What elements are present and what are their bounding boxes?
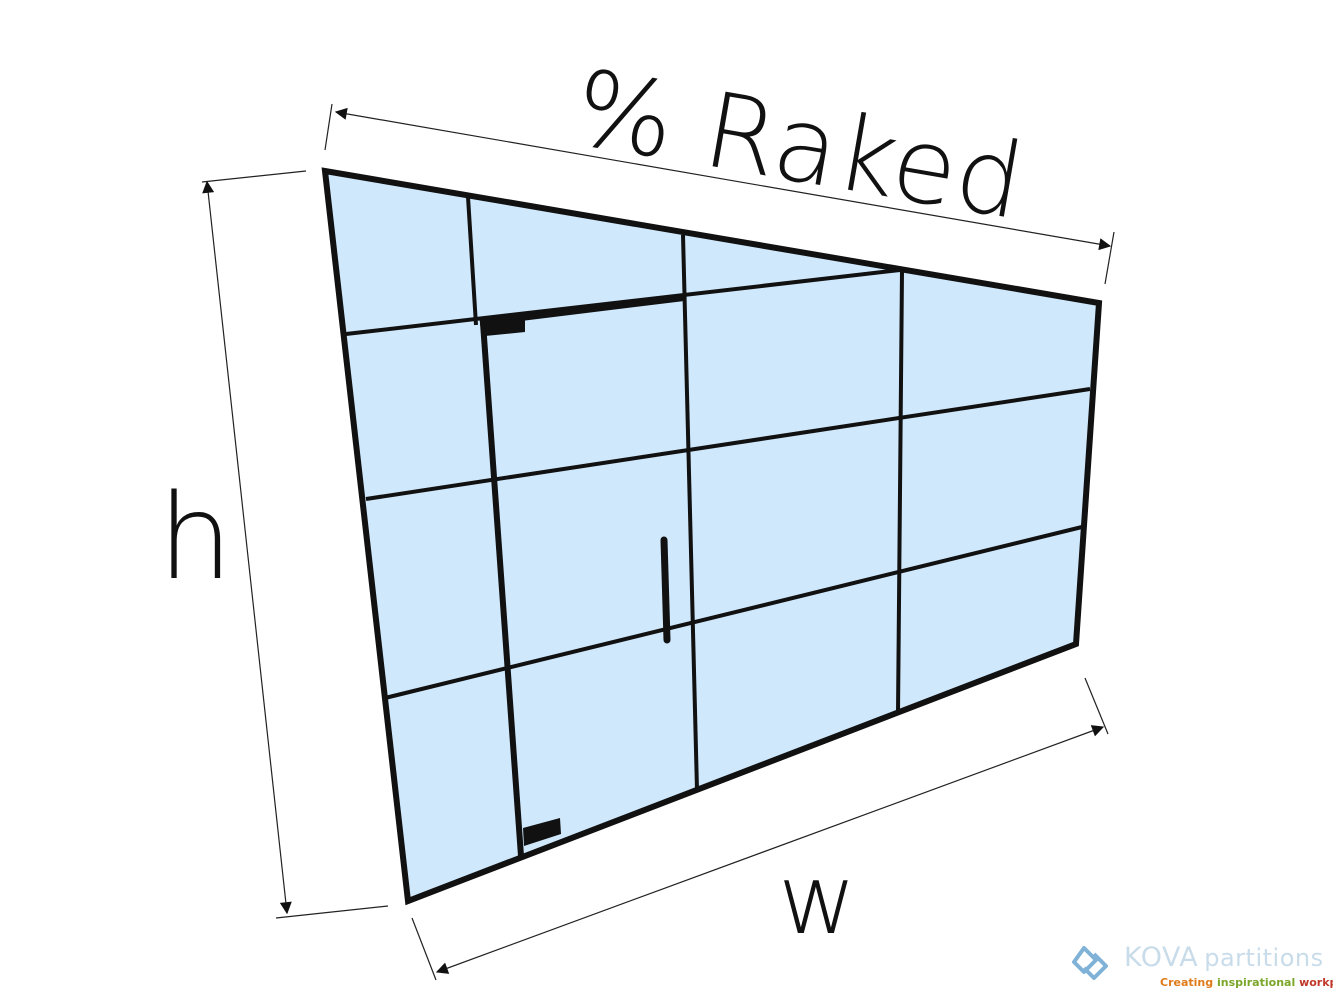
transom-upper	[365, 387, 1091, 501]
tagline-word-creating: Creating	[1160, 976, 1214, 989]
mullion-right	[896, 270, 904, 714]
tagline-word-inspirational: inspirational	[1216, 976, 1296, 989]
tagline-word-workplaces: workplaces	[1299, 976, 1333, 989]
transom-middle	[384, 525, 1083, 700]
extension-line-left-bottom	[275, 905, 389, 919]
dimension-line-bottom	[435, 725, 1105, 974]
logo-brand-name: KOVA	[1124, 942, 1199, 973]
dimension-bottom	[411, 677, 1109, 981]
extension-line-bottom-right	[1084, 677, 1109, 735]
door-patch-top	[484, 318, 525, 336]
dimension-line-left	[202, 180, 292, 915]
dimension-left	[201, 170, 389, 919]
outer-frame	[321, 167, 1103, 906]
height-label: h	[158, 468, 233, 606]
glass-panel	[325, 171, 1099, 901]
extension-line-top-left	[324, 103, 333, 151]
logo-tagline: Creating inspirational workplaces	[1160, 976, 1333, 989]
width-label: w	[778, 844, 857, 956]
extension-line-left-top	[201, 170, 307, 183]
logo-product-name: partitions	[1204, 944, 1324, 972]
transom-top	[345, 268, 901, 336]
dimension-line-top	[334, 107, 1112, 251]
extension-line-bottom-left	[411, 917, 437, 981]
extension-line-top-right	[1104, 231, 1115, 285]
door-head	[479, 295, 685, 326]
dimension-top	[324, 103, 1115, 285]
transoms	[345, 268, 1091, 700]
mullion-center	[681, 234, 699, 791]
kova-diamond-icon	[1072, 946, 1108, 980]
door-handle	[660, 536, 671, 644]
